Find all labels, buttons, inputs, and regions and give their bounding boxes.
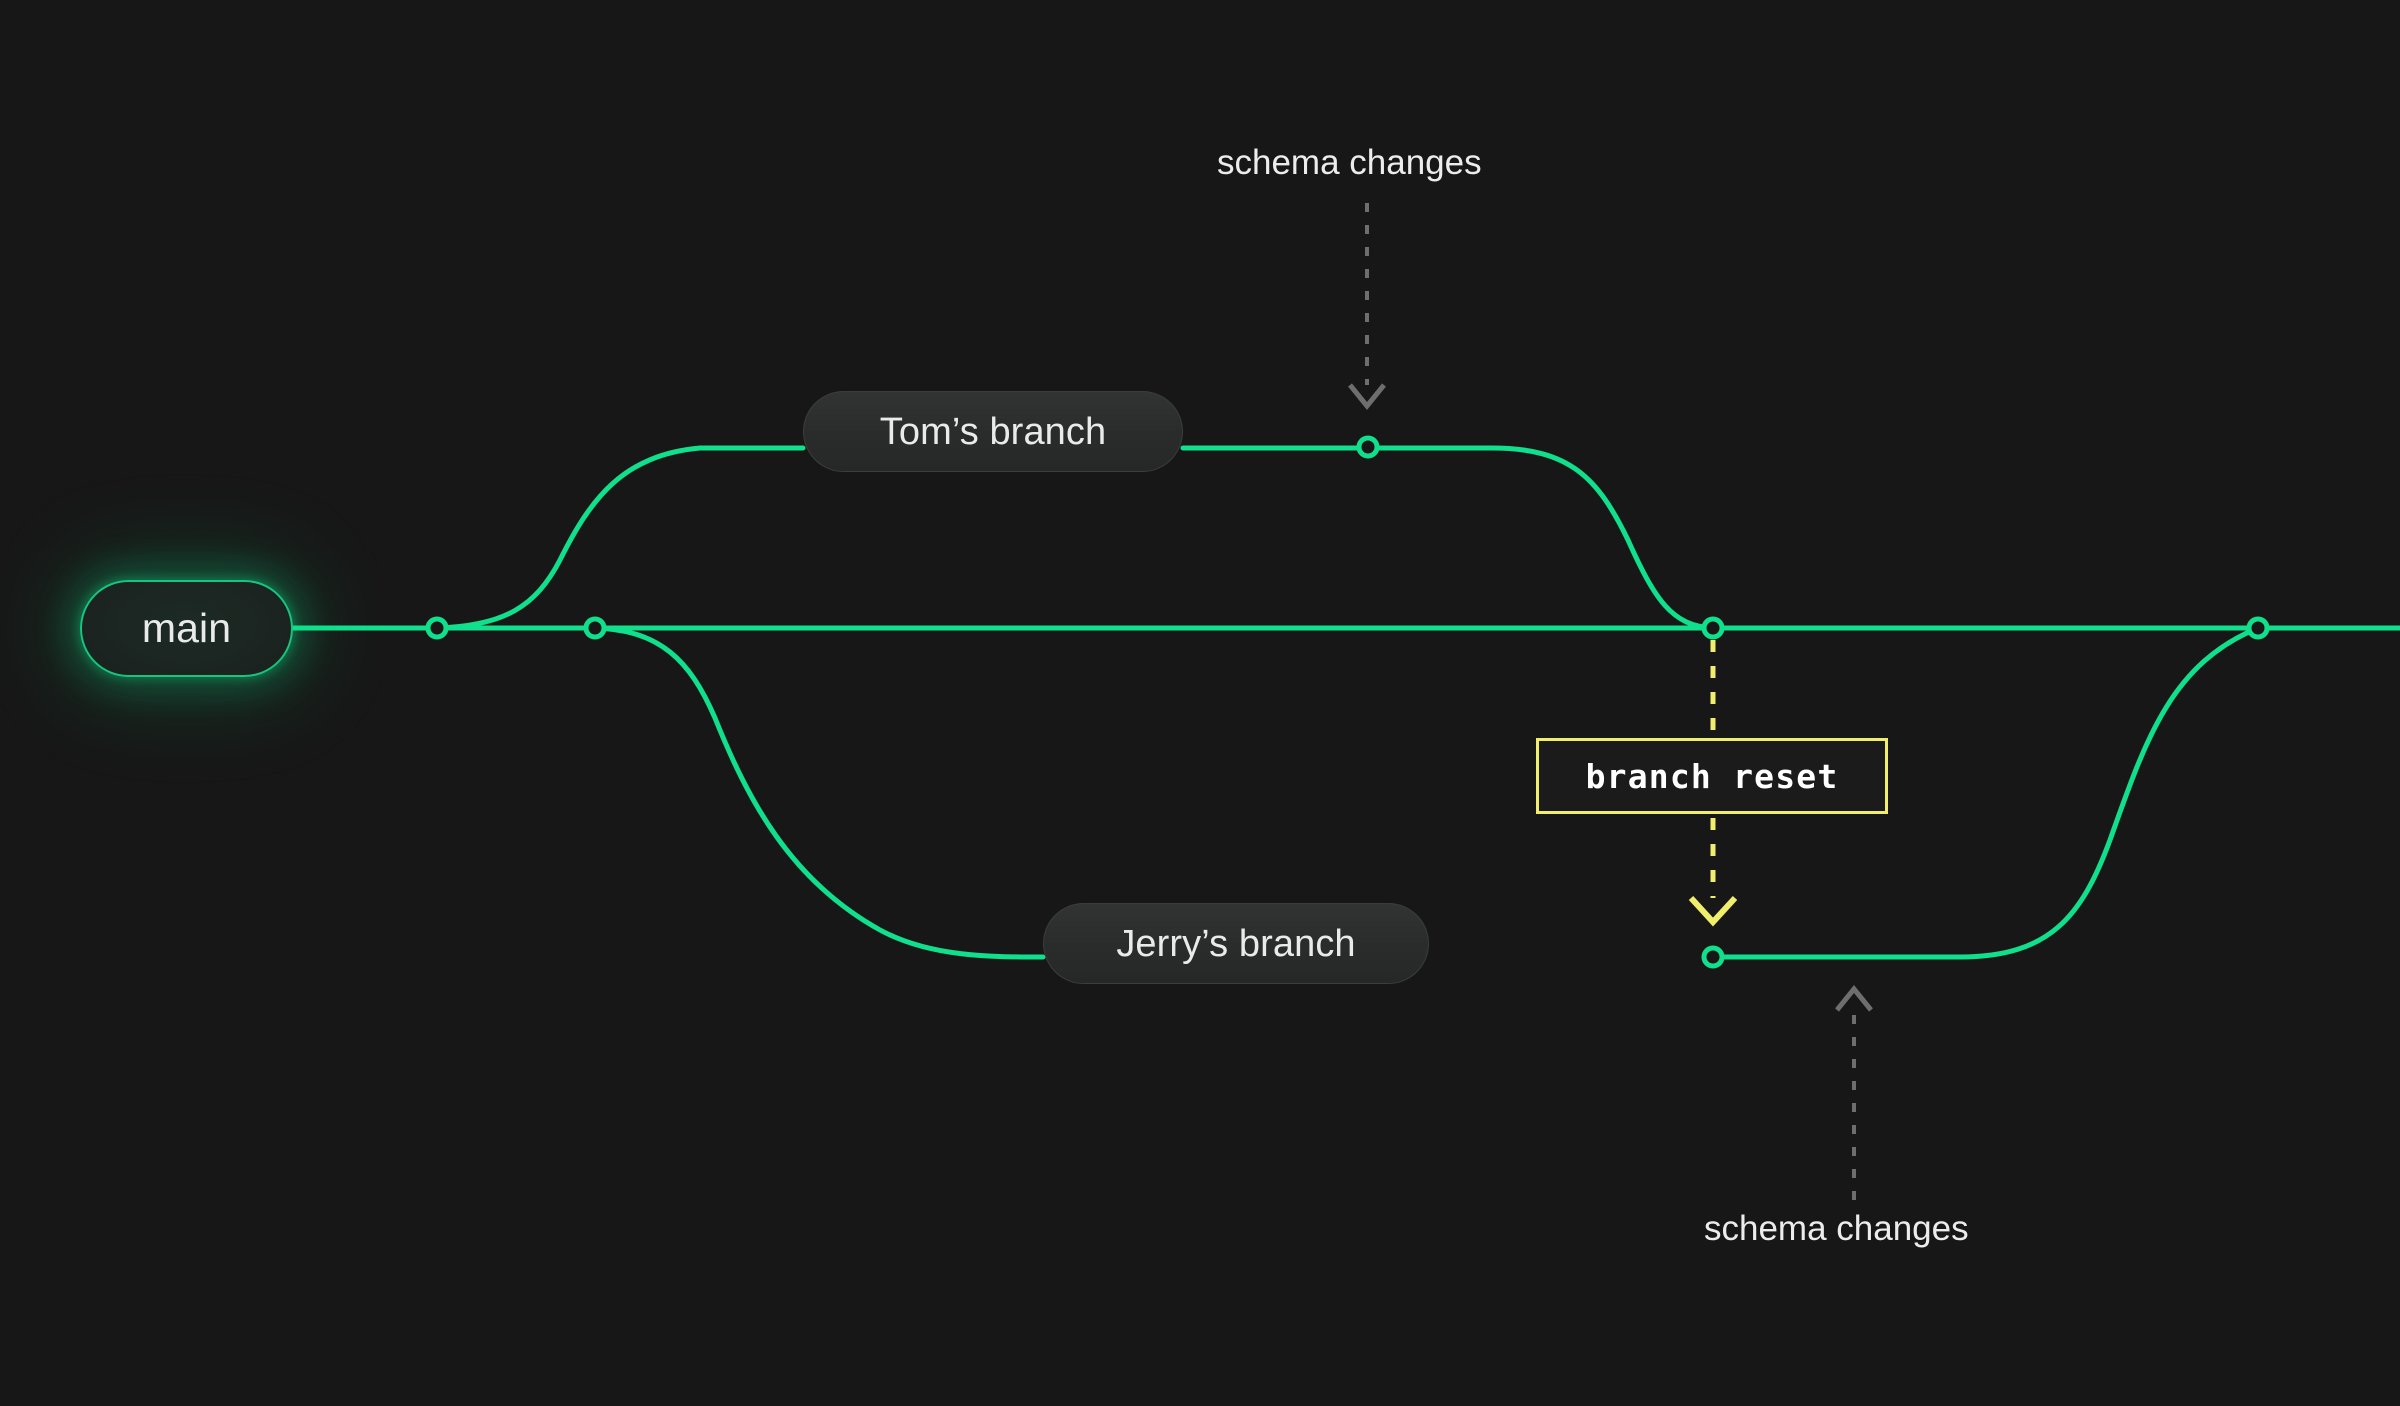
branch-pill-tom-label: Tom’s branch: [879, 410, 1107, 453]
branch-reset-label: branch reset: [1585, 756, 1839, 796]
commit-node-tom-commit: [1356, 435, 1380, 459]
reset-arrowhead-icon: [1688, 895, 1738, 927]
annotation-label-schema-changes-bottom: schema changes: [1704, 1209, 1969, 1248]
branch-reset-callout[interactable]: branch reset: [1536, 738, 1888, 814]
annotation-label-schema-changes-top: schema changes: [1217, 143, 1482, 182]
commit-node-main-fork-tom: [425, 616, 449, 640]
annotation-arrowhead-down-icon: [1348, 383, 1386, 410]
annotation-arrow-top: [1348, 203, 1386, 410]
commit-node-main-reset-point: [1701, 616, 1725, 640]
commit-node-main-merge-jerry: [2246, 616, 2270, 640]
commit-nodes: [425, 435, 2270, 969]
branch-reset-connector: [1688, 640, 1738, 927]
branch-pill-main-label: main: [141, 605, 232, 651]
commit-node-jerry-reset: [1701, 945, 1725, 969]
annotation-arrowhead-up-icon: [1835, 985, 1873, 1012]
branch-pill-tom[interactable]: Tom’s branch: [803, 391, 1183, 472]
branch-line-tom: [434, 445, 1716, 631]
branch-pill-jerry[interactable]: Jerry’s branch: [1043, 903, 1429, 984]
line-glow-accents: [700, 445, 1500, 960]
commit-node-main-fork-jerry: [583, 616, 607, 640]
branch-pill-main[interactable]: main: [80, 580, 293, 677]
branch-line-jerry: [592, 625, 2261, 960]
branch-pill-jerry-label: Jerry’s branch: [1116, 922, 1356, 965]
annotation-arrow-bottom: [1835, 985, 1873, 1200]
